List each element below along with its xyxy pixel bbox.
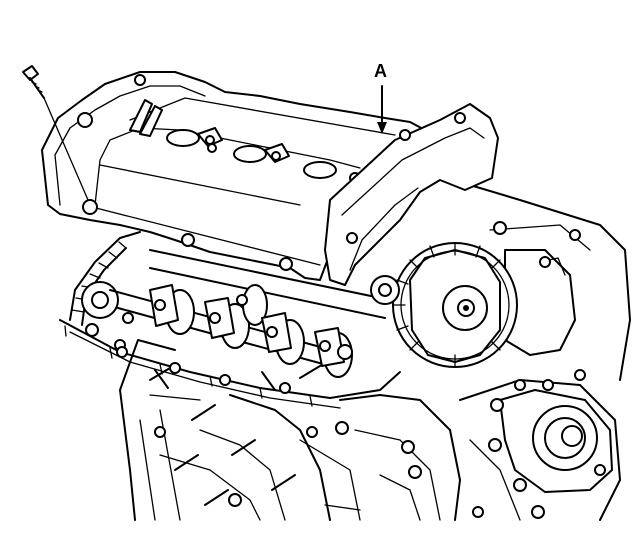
camshaft-sprocket xyxy=(392,242,518,368)
cover-front-seal xyxy=(324,103,499,286)
water-pump xyxy=(488,389,613,493)
camshafts xyxy=(109,249,400,378)
block-bolts xyxy=(154,369,586,519)
cover-bolt xyxy=(22,65,89,201)
callout-label-a: A xyxy=(374,61,387,81)
callout-arrow xyxy=(377,85,387,134)
engine-block xyxy=(119,339,621,521)
manifold-studs xyxy=(149,362,326,506)
timing-cover xyxy=(469,184,631,381)
timing-chain xyxy=(69,231,141,337)
cylinder-head xyxy=(59,319,401,409)
